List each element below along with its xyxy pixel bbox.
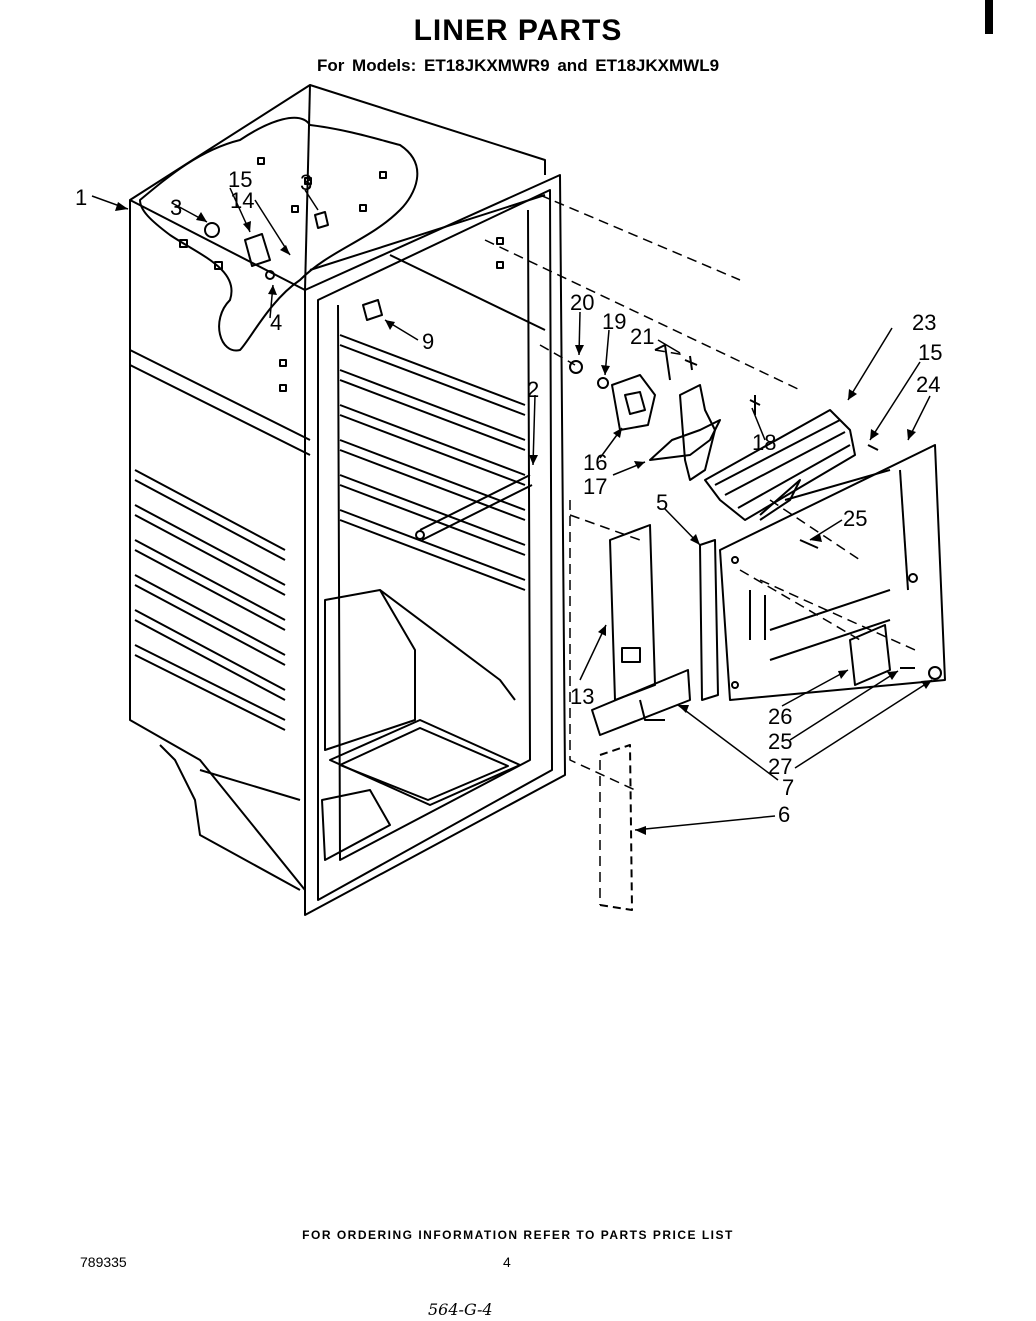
part-18-screw xyxy=(749,395,761,415)
crisper-housing xyxy=(324,589,416,751)
callout-24: 24 xyxy=(916,372,940,397)
part-21-screw xyxy=(684,355,698,371)
shelf-rib xyxy=(339,509,526,591)
shelf-rib xyxy=(339,334,526,416)
liner-interior xyxy=(337,209,531,861)
callout-7: 7 xyxy=(782,775,794,800)
cabinet-band xyxy=(129,349,311,456)
callout-9: 9 xyxy=(422,329,434,354)
callout-15: 15 xyxy=(228,167,252,192)
shelf-rib xyxy=(339,439,526,521)
bottom-tray-front xyxy=(321,789,391,861)
callout-3: 3 xyxy=(170,195,182,220)
page-subtitle: For Models: ET18JKXMWR9 and ET18JKXMWL9 xyxy=(316,56,720,75)
cabinet-top-fold xyxy=(304,84,311,291)
callout-19: 19 xyxy=(602,309,626,334)
corner-mark xyxy=(985,0,993,34)
callout-3: 3 xyxy=(300,170,312,195)
ordering-info-note: FOR ORDERING INFORMATION REFER TO PARTS … xyxy=(302,1228,734,1242)
liner-front-frame xyxy=(304,174,566,916)
fan-bracket xyxy=(679,384,716,481)
callout-17: 17 xyxy=(583,474,607,499)
callout-14: 14 xyxy=(230,188,254,213)
part-17-fan-blade xyxy=(649,419,721,461)
side-rib xyxy=(134,609,286,701)
callout-27: 27 xyxy=(768,754,792,779)
part-24-cover xyxy=(719,444,946,701)
callout-25: 25 xyxy=(768,729,792,754)
part-13-insulation xyxy=(609,524,656,701)
callout-20: 20 xyxy=(570,290,594,315)
part-20-screw xyxy=(569,360,583,374)
part-5-strip xyxy=(699,539,719,701)
page-title: LINER PARTS xyxy=(413,14,623,47)
part-27-plug xyxy=(928,666,942,680)
part-2-rod xyxy=(419,474,533,541)
callout-4: 4 xyxy=(270,310,282,335)
side-rib xyxy=(134,469,286,561)
part-3-clip-right xyxy=(314,211,329,229)
part-4-clip xyxy=(265,270,275,280)
callout-5: 5 xyxy=(656,490,668,515)
side-rib xyxy=(134,574,286,666)
part-14-control xyxy=(244,233,271,267)
callout-6: 6 xyxy=(778,802,790,827)
part-15-screw-right xyxy=(867,444,879,451)
callout-25: 25 xyxy=(843,506,867,531)
shelf-rib xyxy=(339,404,526,486)
part-9-clip xyxy=(362,299,383,321)
side-rib xyxy=(134,644,286,731)
part-7-bracket xyxy=(591,669,691,736)
callout-26: 26 xyxy=(768,704,792,729)
liner-front-frame-inner xyxy=(317,189,553,901)
side-rib xyxy=(134,504,286,596)
callout-13: 13 xyxy=(570,684,594,709)
bottom-tray xyxy=(329,719,521,806)
callout-15: 15 xyxy=(918,340,942,365)
side-rib xyxy=(134,539,286,631)
document-number: 789335 xyxy=(80,1254,127,1270)
part-25-screw-upper xyxy=(799,539,819,549)
callout-21: 21 xyxy=(630,324,654,349)
cabinet-left-side xyxy=(129,199,306,891)
callout-16: 16 xyxy=(583,450,607,475)
shelf-rib xyxy=(339,369,526,451)
handwritten-note: 564-G-4 xyxy=(428,1300,493,1319)
callout-23: 23 xyxy=(912,310,936,335)
part-26-plate xyxy=(849,624,891,686)
cabinet-top xyxy=(129,84,546,201)
part-6-panel xyxy=(599,744,633,911)
cutaway-outline xyxy=(139,116,419,352)
part-23-duct xyxy=(704,409,856,521)
part-19-nut xyxy=(597,377,609,389)
cabinet-bottom xyxy=(159,744,301,891)
part-16-fan-motor xyxy=(611,374,656,431)
part-3-knob xyxy=(204,222,220,238)
callout-1: 1 xyxy=(75,185,87,210)
callout-18: 18 xyxy=(752,430,776,455)
callout-2: 2 xyxy=(527,377,539,402)
page-number: 4 xyxy=(503,1254,511,1270)
shelf-rib xyxy=(339,474,526,556)
